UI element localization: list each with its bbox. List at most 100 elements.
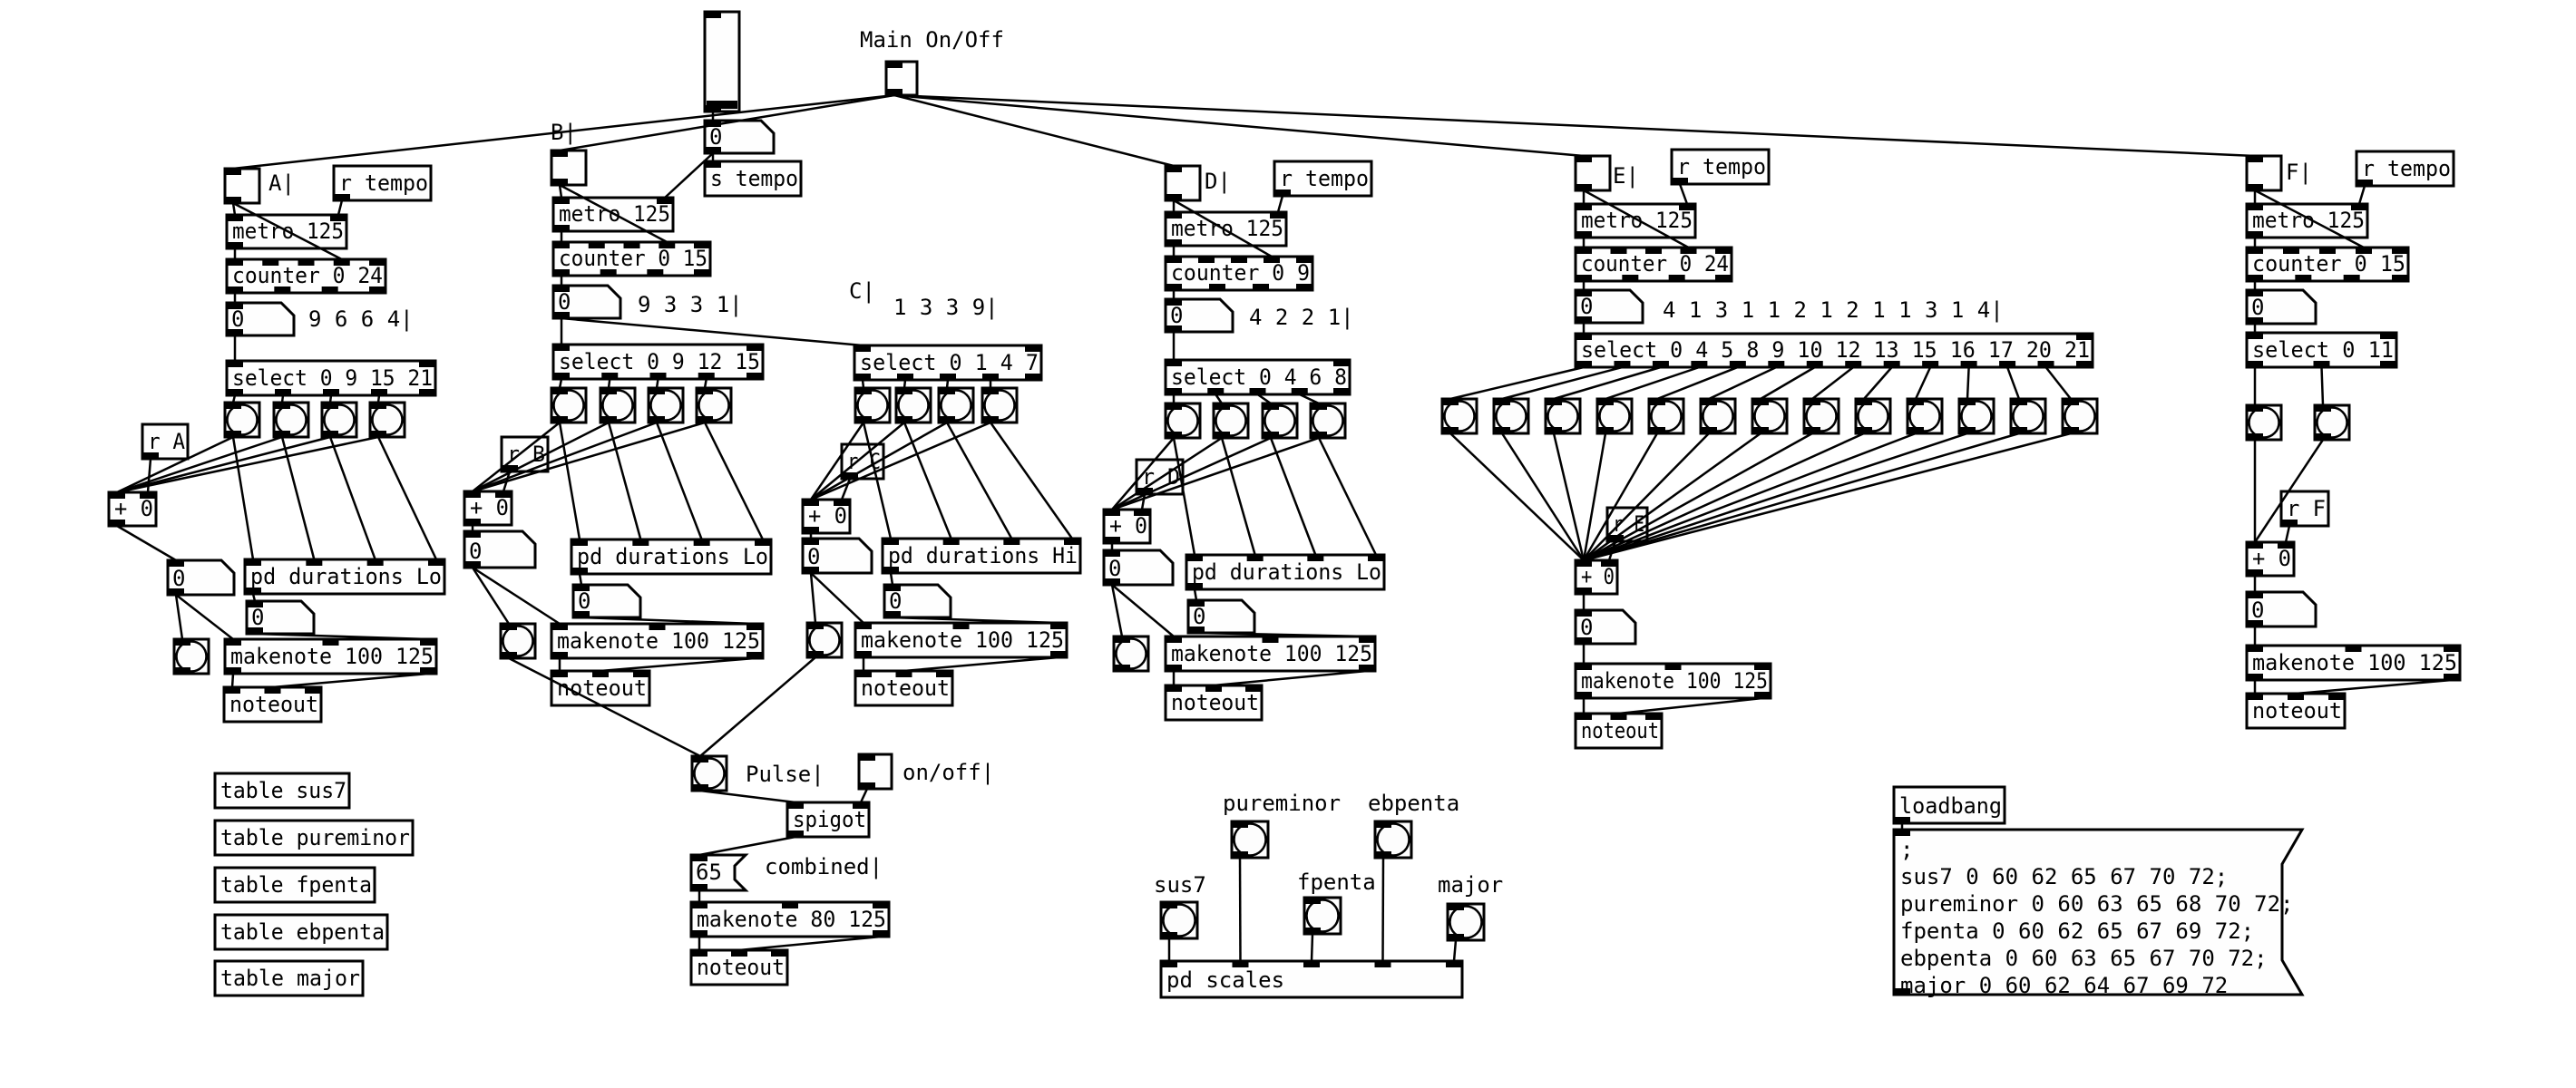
- bang-d-1[interactable]: [1164, 402, 1202, 440]
- bang-d-3[interactable]: [1261, 402, 1299, 440]
- outlet-nub: [855, 416, 872, 423]
- inlet-nub: [1908, 399, 1924, 405]
- inlet-nub: [305, 687, 321, 694]
- outlet-nub: [370, 431, 386, 437]
- bang-e-7[interactable]: [1751, 397, 1789, 435]
- slider-handle[interactable]: [707, 101, 737, 109]
- bang-c-1[interactable]: [854, 386, 892, 424]
- bang-c-4[interactable]: [981, 386, 1019, 424]
- bang-e-12[interactable]: [2009, 397, 2047, 435]
- main-onoff-toggle[interactable]: [884, 60, 919, 97]
- bang-e-8[interactable]: [1802, 397, 1840, 435]
- inlet-nub: [245, 559, 261, 566]
- bang-scale-sus7[interactable]: [1159, 900, 1199, 940]
- bang-scale-ebpenta[interactable]: [1373, 820, 1413, 860]
- inlet-nub: [306, 559, 323, 566]
- message-scale-definitions[interactable]: ;sus7 0 60 62 65 67 70 72;pureminor 0 60…: [1892, 828, 2305, 998]
- number-c-duration[interactable]: 0: [883, 583, 952, 619]
- toggle-e[interactable]: [1574, 154, 1612, 192]
- comment-e-pattern: 4 1 3 1 1 2 1 2 1 1 3 1 4|: [1663, 297, 2004, 323]
- bang-a-1[interactable]: [223, 401, 261, 439]
- message-65[interactable]: 65: [689, 853, 749, 892]
- inlet-nub: [896, 388, 912, 394]
- outlet-nub: [2247, 569, 2263, 576]
- patch-cord: [893, 93, 1175, 168]
- number-a-duration[interactable]: 0: [245, 599, 316, 636]
- bang-b-2[interactable]: [599, 386, 637, 424]
- patch-cord: [230, 673, 235, 688]
- bang-b-out[interactable]: [499, 622, 537, 660]
- bang-e-5[interactable]: [1647, 397, 1685, 435]
- number-d-duration[interactable]: 0: [1186, 598, 1256, 635]
- bang-a-2[interactable]: [272, 401, 310, 439]
- number-b-duration[interactable]: 0: [571, 583, 642, 619]
- number-b[interactable]: 0: [551, 284, 622, 320]
- subpatch-durations-lo-a: pd durations Lo: [243, 558, 446, 596]
- outlet-nub: [109, 520, 125, 526]
- outlet-nub: [1959, 427, 1976, 433]
- bang-scale-major[interactable]: [1446, 902, 1486, 942]
- tempo-vslider[interactable]: [703, 10, 741, 113]
- toggle-b[interactable]: [550, 149, 588, 187]
- outlet-nub: [2011, 427, 2027, 433]
- bang-a-4[interactable]: [368, 401, 406, 439]
- bang-f-2[interactable]: [2313, 403, 2351, 442]
- bang-d-2[interactable]: [1212, 402, 1250, 440]
- bang-b-4[interactable]: [695, 386, 733, 424]
- bang-e-2[interactable]: [1492, 397, 1530, 435]
- bang-e-10[interactable]: [1906, 397, 1944, 435]
- toggle-a[interactable]: [223, 167, 261, 205]
- bang-f-1[interactable]: [2245, 403, 2283, 442]
- bang-d-4[interactable]: [1309, 402, 1347, 440]
- number-c-pitch[interactable]: 0: [801, 537, 873, 575]
- inlet-nub: [1186, 555, 1203, 561]
- bang-b-1[interactable]: [550, 386, 588, 424]
- bang-scale-pureminor[interactable]: [1230, 820, 1270, 860]
- patch-cord: [1173, 199, 1273, 258]
- bang-scale-fpenta[interactable]: [1303, 896, 1342, 936]
- bang-e-3[interactable]: [1544, 397, 1582, 435]
- number-f[interactable]: 0: [2245, 288, 2317, 325]
- bang-c-2[interactable]: [894, 386, 932, 424]
- bang-e-13[interactable]: [2061, 397, 2099, 435]
- bang-a-3[interactable]: [320, 401, 358, 439]
- tempo-number-box[interactable]: 0: [703, 119, 776, 155]
- bang-e-6[interactable]: [1699, 397, 1737, 435]
- toggle-d[interactable]: [1164, 164, 1202, 202]
- outlet-nub: [2247, 317, 2263, 324]
- bang-e-4[interactable]: [1595, 397, 1634, 435]
- number-a-pitch[interactable]: 0: [166, 559, 236, 597]
- number-f-pitch-label: 0: [2251, 597, 2264, 623]
- inlet-nub: [746, 624, 763, 630]
- plus-c: + 0: [801, 498, 852, 535]
- number-d[interactable]: 0: [1164, 297, 1234, 334]
- outlet-nub: [1576, 275, 1592, 281]
- number-b-pitch[interactable]: 0: [463, 529, 537, 569]
- bang-d-out[interactable]: [1112, 635, 1150, 673]
- patch-cord: [809, 422, 865, 500]
- patch-cord: [1269, 437, 1317, 556]
- inlet-nub: [1754, 664, 1771, 670]
- number-d-duration-label: 0: [1193, 604, 1205, 629]
- bang-e-9[interactable]: [1854, 397, 1892, 435]
- number-d-pitch[interactable]: 0: [1102, 549, 1175, 587]
- metro-e: metro 125: [1574, 202, 1697, 239]
- bang-c-out[interactable]: [805, 621, 844, 659]
- bang-a-out[interactable]: [172, 637, 210, 675]
- bang-pulse[interactable]: [690, 754, 728, 792]
- patch-cord: [1914, 366, 1932, 400]
- number-e[interactable]: 0: [1574, 288, 1644, 325]
- toggle-f[interactable]: [2245, 154, 2283, 192]
- number-f-pitch[interactable]: 0: [2245, 590, 2317, 628]
- bang-e-11[interactable]: [1957, 397, 1995, 435]
- bang-c-3[interactable]: [937, 386, 975, 424]
- toggle-pulse-onoff[interactable]: [857, 753, 893, 791]
- bang-b-3[interactable]: [647, 386, 685, 424]
- patch-cord: [1583, 189, 1690, 249]
- number-a[interactable]: 0: [225, 301, 296, 337]
- plus-e-label: + 0: [1581, 564, 1615, 589]
- patch-cord: [809, 572, 817, 624]
- number-e-pitch[interactable]: 0: [1574, 608, 1637, 646]
- outlet-nub: [225, 667, 241, 674]
- bang-e-1[interactable]: [1440, 397, 1478, 435]
